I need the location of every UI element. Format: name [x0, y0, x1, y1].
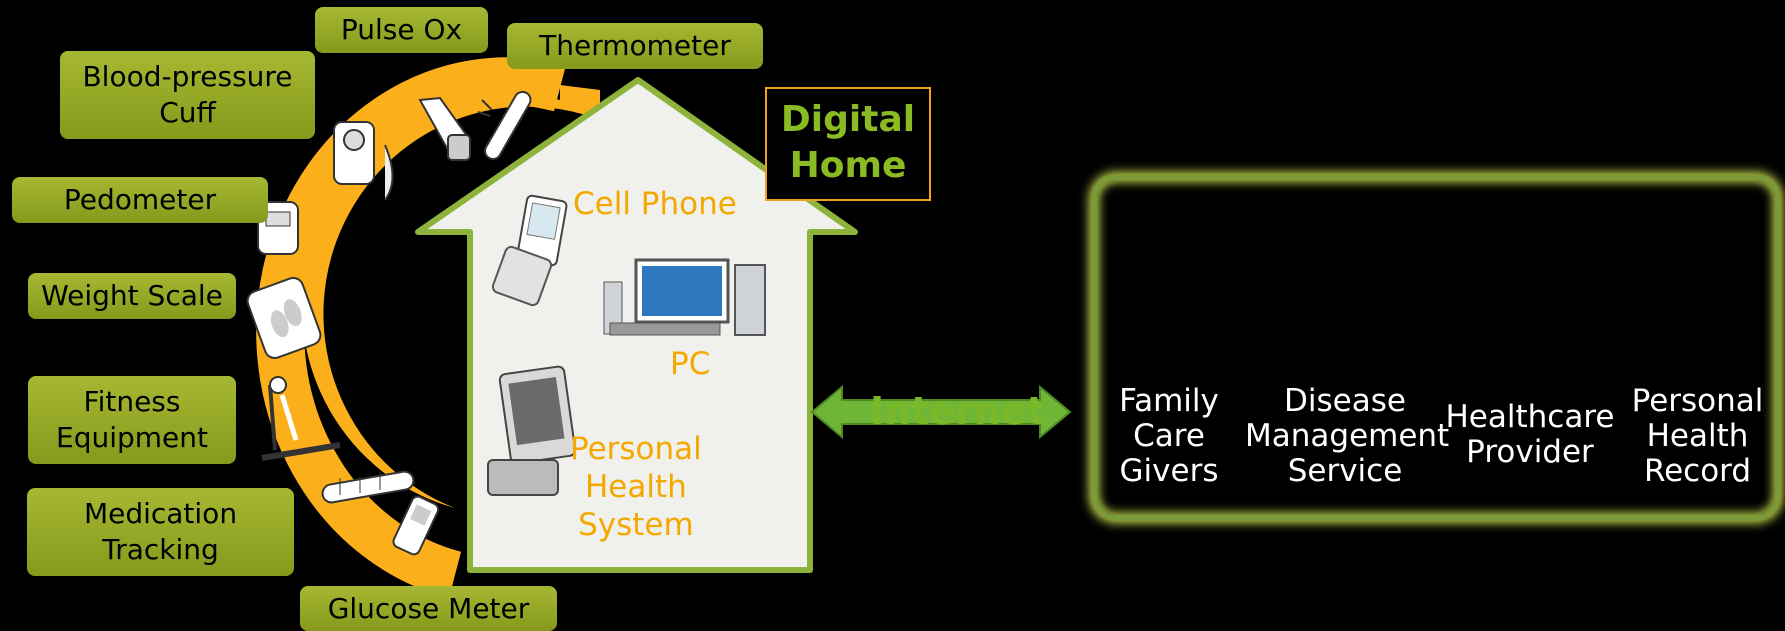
provider-line1: Healthcare [1445, 399, 1615, 435]
healthcare-provider-label: Healthcare Provider [1445, 400, 1615, 470]
thermometer-text: Thermometer [539, 29, 731, 62]
pulse-ox-icon [418, 96, 472, 161]
personal-health-system-label: Personal Health System [570, 430, 702, 544]
internet-label: Internet [870, 389, 1045, 433]
phs-line1: Personal [570, 431, 702, 467]
fitness-text-line2: Equipment [56, 421, 208, 454]
cell-phone-icon [491, 194, 568, 307]
weight-scale-icon [246, 277, 322, 359]
blood-pressure-cuff-icon [333, 121, 394, 201]
medication-text-line2: Tracking [102, 533, 219, 566]
digital-home-line2: Home [789, 145, 907, 186]
pc-label: PC [670, 346, 711, 382]
internet-arrow [810, 384, 1072, 440]
fitness-equipment-icon [261, 376, 341, 461]
device-arc-outer [256, 57, 567, 599]
medication-text-line1: Medication [83, 497, 238, 530]
weight-scale-label: Weight Scale [28, 273, 236, 319]
glucose-meter-text: Glucose Meter [327, 591, 530, 625]
pedometer-text: Pedometer [63, 183, 217, 216]
stakeholder-panel [1092, 175, 1780, 520]
pc-icon [603, 258, 766, 336]
fitness-text-line1: Fitness [83, 385, 181, 418]
phr-line1: Personal [1631, 383, 1764, 419]
personal-health-system-icon [487, 365, 577, 496]
glucose-meter-label: Glucose Meter [300, 586, 557, 631]
glucose-meter-icon [392, 495, 440, 556]
fitness-equipment-label: Fitness Equipment [28, 376, 236, 464]
digital-home-line1: Digital [780, 99, 916, 140]
provider-line2: Provider [1466, 434, 1594, 470]
pulse-ox-label: Pulse Ox [315, 7, 488, 53]
disease-line2: Management [1245, 418, 1450, 454]
medication-tracker-icon [321, 470, 415, 504]
blood-pressure-text-line1: Blood-pressure [82, 60, 293, 93]
phr-line2: Health [1646, 418, 1749, 454]
disease-line1: Disease [1284, 383, 1406, 419]
thermometer-label: Thermometer [507, 23, 763, 69]
pulse-ox-text: Pulse Ox [340, 13, 463, 46]
blood-pressure-cuff-label: Blood-pressure Cuff [60, 51, 315, 139]
cell-phone-label: Cell Phone [573, 186, 737, 222]
family-line1: Family [1119, 383, 1219, 419]
phr-line3: Record [1643, 453, 1752, 489]
disease-management-service-label: Disease Management Service [1245, 383, 1450, 489]
family-line2: Care [1133, 418, 1205, 454]
blood-pressure-text-line2: Cuff [159, 96, 216, 129]
digital-home-label: Digital Home [765, 87, 931, 201]
disease-line3: Service [1287, 453, 1403, 489]
weight-scale-text: Weight Scale [41, 279, 223, 312]
family-care-givers-label: Family Care Givers [1114, 384, 1224, 489]
phs-line2: Health [584, 469, 687, 505]
personal-health-record-label: Personal Health Record [1625, 384, 1770, 489]
medication-tracking-label: Medication Tracking [27, 488, 294, 576]
phs-line3: System [578, 507, 694, 543]
pedometer-label: Pedometer [12, 177, 268, 223]
thermometer-icon [477, 90, 532, 160]
family-line3: Givers [1119, 453, 1219, 489]
